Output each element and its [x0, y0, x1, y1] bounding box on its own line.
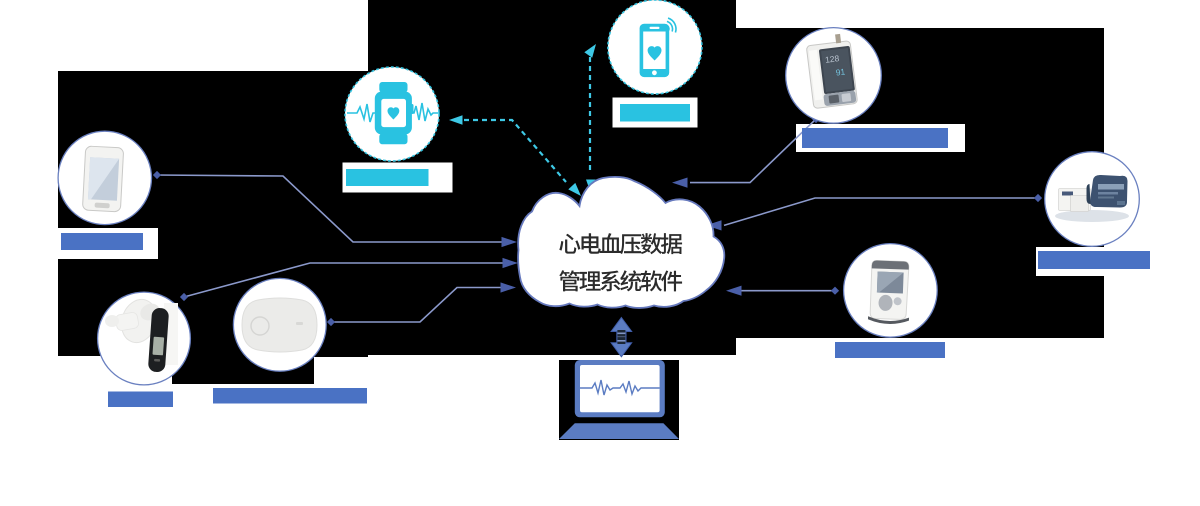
svg-text:128: 128 — [824, 53, 840, 65]
svg-text:91: 91 — [835, 67, 846, 78]
